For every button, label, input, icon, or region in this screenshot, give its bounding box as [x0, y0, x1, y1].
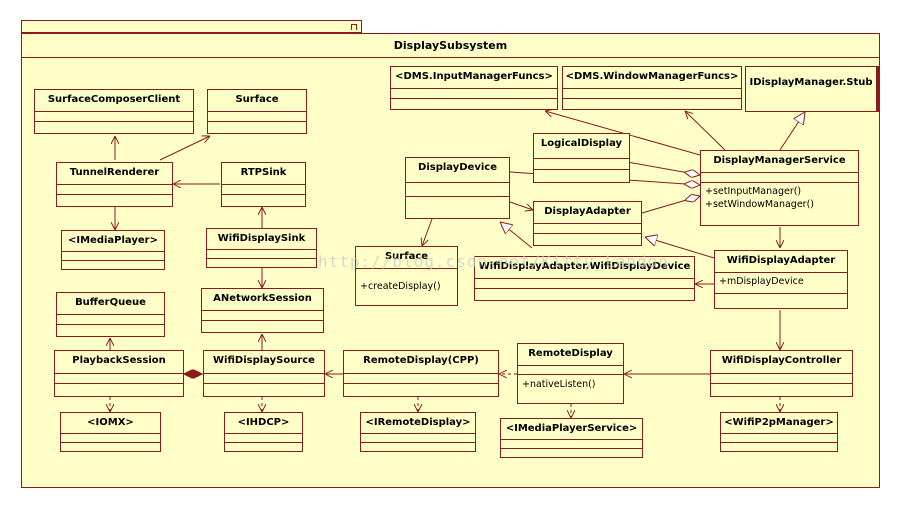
package-tab-icon [351, 24, 357, 30]
class-tunnel-renderer[interactable]: TunnelRenderer [56, 162, 173, 207]
package-title: DisplaySubsystem [21, 33, 880, 58]
operation: +createDisplay() [360, 281, 441, 292]
class-name: <IMediaPlayerService> [505, 423, 638, 434]
class-iomx[interactable]: <IOMX> [60, 412, 161, 452]
class-name: PlaybackSession [72, 355, 166, 366]
class-display-manager-service[interactable]: DisplayManagerService +setInputManager()… [700, 150, 859, 226]
class-name: RemoteDisplay [528, 348, 613, 359]
class-name: WifiDisplayAdapter [726, 255, 836, 266]
attribute: +mDisplayDevice [719, 276, 804, 287]
class-name: WifiDisplayAdapter.WifiDisplayDevice [478, 261, 691, 272]
class-name: RTPSink [240, 167, 287, 178]
class-wifi-display-adapter-device[interactable]: WifiDisplayAdapter.WifiDisplayDevice [474, 256, 695, 301]
class-wifi-display-controller[interactable]: WifiDisplayController [710, 350, 853, 397]
class-rtp-sink[interactable]: RTPSink [221, 162, 306, 207]
class-wifi-display-sink[interactable]: WifiDisplaySink [206, 228, 317, 268]
class-imedia-player[interactable]: <IMediaPlayer> [61, 230, 165, 270]
class-buffer-queue[interactable]: BufferQueue [56, 292, 165, 337]
class-wifi-display-source[interactable]: WifiDisplaySource [203, 350, 325, 397]
class-wifi-p2p-manager[interactable]: <WifiP2pManager> [720, 412, 838, 452]
class-name: LogicalDisplay [540, 138, 623, 149]
class-name: BufferQueue [75, 297, 146, 308]
package-tab [21, 20, 362, 33]
class-name: RemoteDisplay(CPP) [363, 355, 479, 366]
class-name: <IRemoteDisplay> [365, 417, 471, 428]
class-name: IDisplayManager.Stub [749, 77, 873, 88]
watermark-text: http://blog.csdn.net/Kitty_Landon [318, 252, 669, 271]
class-remote-display-cpp[interactable]: RemoteDisplay(CPP) [343, 350, 499, 397]
operation: +setWindowManager() [705, 199, 814, 210]
class-name: Surface [384, 251, 429, 262]
class-idisplay-manager-stub[interactable]: IDisplayManager.Stub [745, 66, 879, 112]
class-name: <IOMX> [87, 417, 134, 428]
class-iremote-display[interactable]: <IRemoteDisplay> [360, 412, 476, 452]
class-name: <DMS.InputManagerFuncs> [395, 71, 553, 82]
class-anetwork-session[interactable]: ANetworkSession [201, 288, 324, 333]
package-title-text: DisplaySubsystem [393, 38, 508, 52]
class-name: WifiDisplaySource [213, 355, 315, 366]
class-ihdcp[interactable]: <IHDCP> [224, 412, 303, 452]
class-name: ANetworkSession [213, 293, 312, 304]
class-name: DisplayAdapter [544, 206, 631, 217]
operation: +setInputManager() [705, 186, 802, 197]
class-name: <DMS.WindowManagerFuncs> [565, 71, 739, 82]
class-name: Surface [235, 94, 279, 105]
class-surface-composer-client[interactable]: SurfaceComposerClient [34, 89, 194, 134]
class-imedia-player-service[interactable]: <IMediaPlayerService> [500, 418, 643, 458]
class-name: WifiDisplaySink [217, 233, 306, 244]
class-name: DisplayDevice [418, 162, 497, 173]
class-name: <IHDCP> [237, 417, 290, 428]
class-logical-display[interactable]: LogicalDisplay [533, 133, 630, 183]
class-surface-top[interactable]: Surface [207, 89, 307, 134]
class-wifi-display-adapter[interactable]: WifiDisplayAdapter +mDisplayDevice [714, 250, 848, 309]
operation: +nativeListen() [522, 379, 596, 390]
class-playback-session[interactable]: PlaybackSession [54, 350, 184, 397]
class-dms-window-manager-funcs[interactable]: <DMS.WindowManagerFuncs> [562, 66, 742, 110]
class-name: WifiDisplayController [721, 355, 842, 366]
class-display-device[interactable]: DisplayDevice [405, 157, 510, 219]
class-display-adapter[interactable]: DisplayAdapter [533, 201, 642, 246]
class-name: <IMediaPlayer> [68, 235, 158, 246]
class-name: TunnelRenderer [69, 167, 160, 178]
class-name: DisplayManagerService [713, 155, 846, 166]
class-remote-display[interactable]: RemoteDisplay +nativeListen() [517, 343, 624, 404]
class-surface-mid[interactable]: Surface +createDisplay() [355, 246, 458, 306]
class-dms-input-manager-funcs[interactable]: <DMS.InputManagerFuncs> [390, 66, 558, 110]
class-name: SurfaceComposerClient [47, 94, 181, 105]
class-name: <WifiP2pManager> [724, 417, 834, 428]
